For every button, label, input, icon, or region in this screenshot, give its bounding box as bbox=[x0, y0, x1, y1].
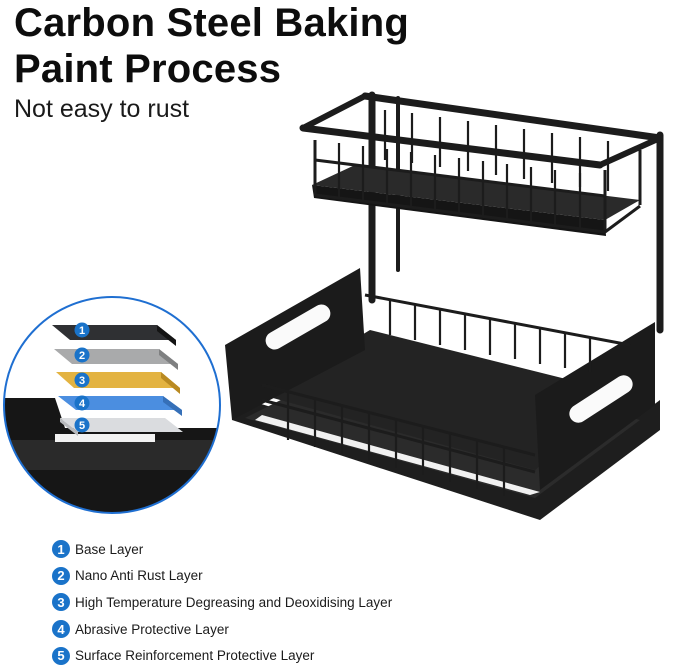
layer-badge-4-num: 4 bbox=[79, 398, 86, 410]
legend-item: 5 Surface Reinforcement Protective Layer bbox=[52, 642, 392, 669]
legend-item: 2 Nano Anti Rust Layer bbox=[52, 563, 392, 590]
legend-label: Base Layer bbox=[75, 541, 144, 557]
upper-basket bbox=[312, 110, 642, 236]
legend-item: 1 Base Layer bbox=[52, 536, 392, 563]
legend-number: 4 bbox=[52, 620, 70, 639]
layer-legend: 1 Base Layer 2 Nano Anti Rust Layer 3 Hi… bbox=[52, 536, 392, 669]
layer-badge-5-num: 5 bbox=[79, 420, 85, 432]
legend-label: Surface Reinforcement Protective Layer bbox=[75, 648, 315, 664]
page-title: Carbon Steel Baking Paint Process bbox=[14, 1, 409, 91]
layer-magnifier: 1 2 3 4 5 bbox=[3, 296, 221, 514]
legend-number: 1 bbox=[52, 540, 70, 559]
page-subtitle: Not easy to rust bbox=[14, 95, 190, 123]
legend-number: 3 bbox=[52, 593, 70, 612]
layer-badge-3 bbox=[74, 372, 90, 388]
legend-label: High Temperature Degreasing and Deoxidis… bbox=[75, 594, 393, 610]
legend-item: 4 Abrasive Protective Layer bbox=[52, 616, 392, 643]
layer-badge-4 bbox=[74, 395, 90, 411]
legend-label: Nano Anti Rust Layer bbox=[75, 568, 203, 584]
layer-badge-2-num: 2 bbox=[79, 350, 85, 362]
layer-badge-1 bbox=[74, 322, 90, 338]
rack-frame bbox=[299, 91, 664, 334]
legend-number: 2 bbox=[52, 566, 70, 585]
legend-number: 5 bbox=[52, 646, 70, 665]
lower-drawer bbox=[225, 268, 660, 520]
layer-badge-2 bbox=[74, 347, 90, 363]
layer-badge-5 bbox=[74, 417, 90, 433]
layer-badge-1-num: 1 bbox=[79, 325, 85, 337]
legend-label: Abrasive Protective Layer bbox=[75, 621, 229, 637]
layer-badge-3-num: 3 bbox=[79, 375, 85, 387]
legend-item: 3 High Temperature Degreasing and Deoxid… bbox=[52, 589, 392, 616]
